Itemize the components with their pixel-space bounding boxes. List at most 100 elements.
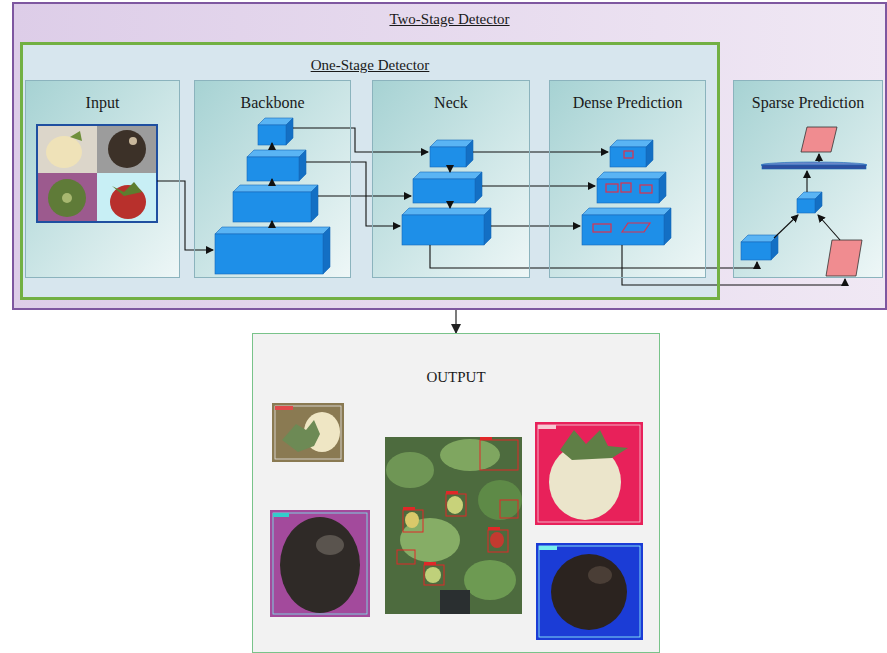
output-photo bbox=[275, 406, 293, 410]
dense-blocks bbox=[646, 140, 653, 167]
input-mosaic bbox=[70, 131, 82, 141]
input-mosaic bbox=[129, 137, 137, 145]
flow-wires bbox=[306, 162, 400, 226]
box-heading: Neck bbox=[434, 93, 468, 112]
input-mosaic bbox=[37, 125, 157, 222]
flow-wires bbox=[157, 181, 213, 250]
sparse-head bbox=[762, 165, 866, 169]
input-mosaic bbox=[108, 130, 146, 168]
stage-panel: Input bbox=[25, 80, 180, 278]
flow-wires bbox=[482, 185, 595, 186]
neck-blocks bbox=[402, 208, 491, 215]
output-photo bbox=[316, 535, 344, 555]
output-photo bbox=[270, 510, 370, 617]
anchor-boxes bbox=[621, 183, 631, 192]
input-mosaic bbox=[37, 173, 97, 222]
box-heading: Dense Prediction bbox=[573, 93, 683, 112]
flow-wires bbox=[774, 215, 798, 238]
backbone-blocks bbox=[247, 150, 306, 157]
output-photo bbox=[488, 530, 508, 552]
dense-blocks bbox=[582, 140, 671, 245]
backbone-blocks bbox=[299, 150, 306, 181]
output-photo bbox=[446, 491, 458, 494]
anchor-boxes bbox=[593, 224, 611, 232]
output-photo bbox=[480, 440, 518, 470]
panel-fill bbox=[194, 80, 351, 278]
output-photo bbox=[270, 510, 370, 617]
output-photo bbox=[425, 567, 441, 583]
flow-wires bbox=[271, 221, 272, 227]
flow-wires bbox=[293, 128, 428, 152]
output-photo bbox=[272, 403, 344, 462]
flow-wires bbox=[818, 154, 819, 162]
output-photo bbox=[273, 513, 367, 614]
dense-blocks bbox=[610, 140, 653, 147]
neck-blocks bbox=[430, 147, 466, 167]
output-photo bbox=[538, 425, 556, 429]
output-photo bbox=[397, 440, 518, 585]
output-photo bbox=[385, 437, 522, 614]
box-heading: OUTPUT bbox=[426, 368, 485, 386]
backbone-blocks bbox=[286, 118, 293, 145]
flow-wires bbox=[818, 215, 840, 240]
dense-blocks bbox=[659, 172, 666, 203]
output-photo bbox=[560, 430, 628, 460]
output-photo bbox=[535, 422, 643, 525]
anchor-boxes bbox=[624, 151, 633, 158]
flow-wires bbox=[271, 179, 272, 185]
backbone-blocks bbox=[323, 227, 330, 274]
neck-blocks bbox=[413, 179, 475, 203]
panel-fill bbox=[252, 333, 660, 653]
sparse-head bbox=[771, 235, 778, 260]
output-photo bbox=[446, 494, 466, 516]
neck-blocks bbox=[484, 208, 491, 245]
input-mosaic bbox=[46, 136, 82, 168]
output-photo bbox=[403, 437, 500, 565]
dense-blocks bbox=[610, 147, 646, 167]
output-photo bbox=[440, 590, 470, 614]
output-photo bbox=[464, 560, 516, 600]
roi-shapes bbox=[801, 127, 837, 152]
output-photo bbox=[500, 500, 518, 518]
stage-panel: Sparse Prediction bbox=[733, 80, 883, 278]
flow-arrow bbox=[455, 310, 456, 333]
neck-blocks bbox=[430, 140, 473, 147]
output-photo bbox=[386, 452, 434, 488]
panel-fill bbox=[25, 80, 180, 278]
output-photo bbox=[535, 422, 643, 525]
output-photo bbox=[538, 425, 640, 522]
input-mosaic bbox=[97, 125, 157, 173]
flow-wires bbox=[806, 171, 807, 192]
output-photo bbox=[273, 513, 289, 517]
dense-blocks bbox=[664, 208, 671, 245]
stage-band: Two-Stage DetectorOne-Stage DetectorInpu… bbox=[12, 2, 887, 310]
dense-blocks bbox=[582, 215, 664, 245]
output-photo bbox=[536, 543, 643, 640]
box-heading: Backbone bbox=[241, 93, 305, 112]
flow-wires bbox=[449, 167, 450, 172]
sparse-head bbox=[741, 242, 771, 260]
input-mosaic bbox=[37, 125, 97, 173]
anchor-boxes bbox=[622, 223, 650, 232]
neck-blocks bbox=[475, 172, 482, 203]
roi-shapes bbox=[801, 127, 862, 276]
input-mosaic bbox=[37, 125, 157, 222]
output-photo bbox=[424, 565, 444, 585]
stage-panel: Dense Prediction bbox=[549, 80, 706, 278]
flow-wires bbox=[318, 195, 411, 196]
flow-wires bbox=[157, 128, 845, 285]
stage-panel: Neck bbox=[372, 80, 530, 278]
output-photo bbox=[588, 566, 612, 584]
output-photo bbox=[490, 532, 504, 548]
output-panel: OUTPUT bbox=[252, 333, 660, 653]
panel-fill bbox=[372, 80, 530, 278]
output-photo bbox=[275, 406, 341, 459]
anchor-boxes bbox=[606, 184, 618, 192]
box-heading: Two-Stage Detector bbox=[389, 10, 509, 28]
backbone-blocks bbox=[233, 192, 311, 222]
output-photo bbox=[385, 437, 522, 614]
roi-shapes bbox=[826, 240, 862, 276]
sparse-head bbox=[797, 199, 815, 213]
dense-blocks bbox=[597, 179, 659, 203]
dense-blocks bbox=[597, 172, 666, 179]
